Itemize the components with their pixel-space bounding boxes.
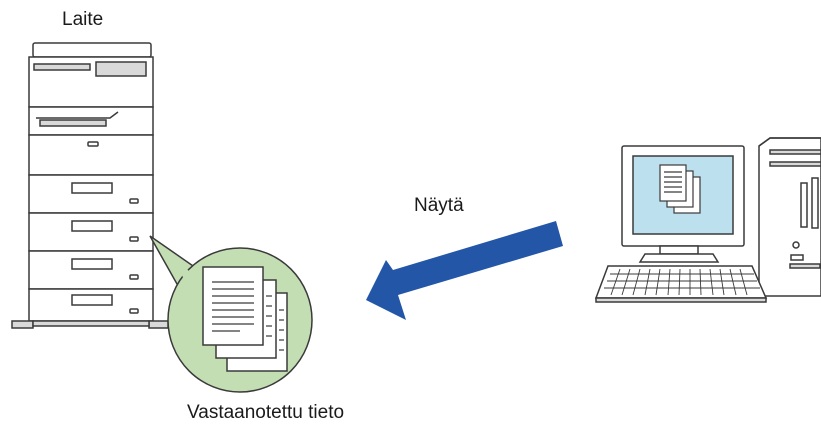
device-label: Laite	[62, 9, 104, 30]
action-label: Näytä	[414, 195, 464, 216]
received-data-label: Vastaanotettu tieto	[187, 402, 345, 423]
documents-icon	[202, 266, 288, 372]
arrow-icon	[366, 221, 563, 320]
computer-icon	[594, 137, 821, 303]
printer-icon	[11, 42, 169, 329]
